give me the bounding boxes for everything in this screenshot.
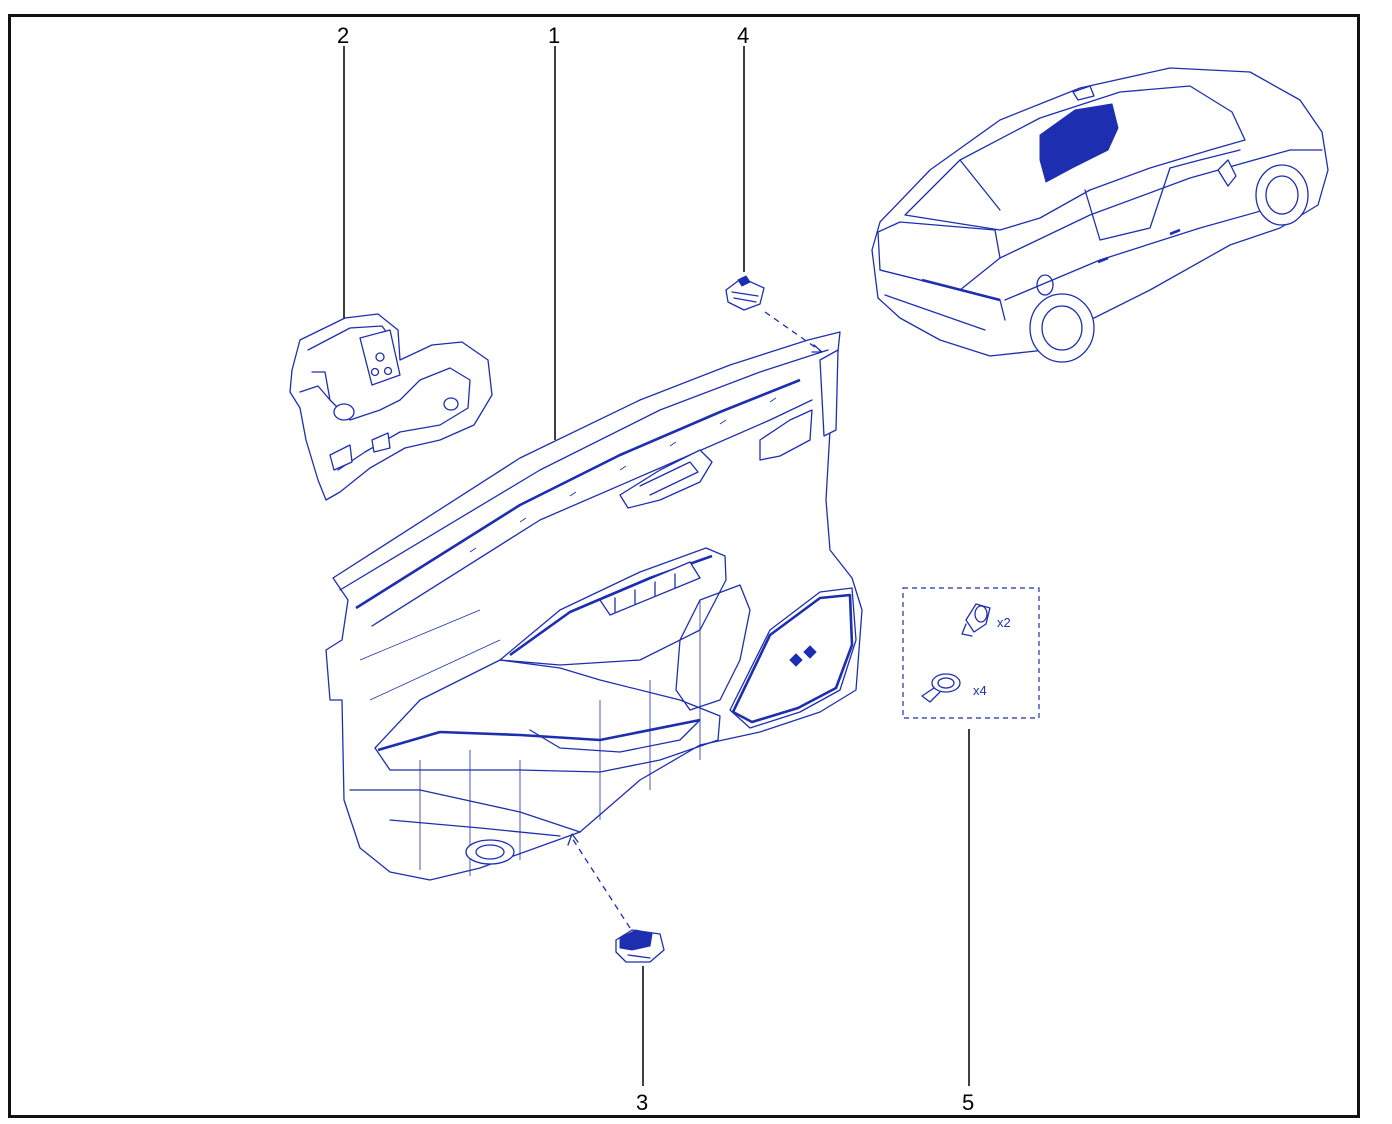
callout-3: 3 — [636, 1090, 648, 1115]
door-trim-panel-icon — [325, 331, 863, 881]
push-clip-icon — [921, 673, 961, 703]
clip-icon — [615, 929, 665, 963]
assembly-line-4 — [764, 311, 823, 353]
callout-1: 1 — [548, 23, 560, 48]
fastener-kit: x2 x4 — [902, 587, 1040, 719]
callout-2: 2 — [337, 23, 349, 48]
qty-label-b: x4 — [973, 683, 987, 698]
door-bracket-icon — [289, 313, 493, 501]
callout-5: 5 — [962, 1090, 974, 1115]
arrow-4 — [811, 344, 823, 353]
grommet-icon — [961, 603, 991, 637]
highlight-area — [1039, 103, 1119, 183]
switch-icon — [725, 275, 765, 311]
assembly-line-3 — [571, 837, 631, 929]
arrow-3 — [567, 833, 579, 846]
callout-4: 4 — [737, 23, 749, 48]
qty-label-a: x2 — [997, 615, 1011, 630]
car-icon — [871, 67, 1329, 363]
drawing-frame — [8, 14, 1360, 1118]
